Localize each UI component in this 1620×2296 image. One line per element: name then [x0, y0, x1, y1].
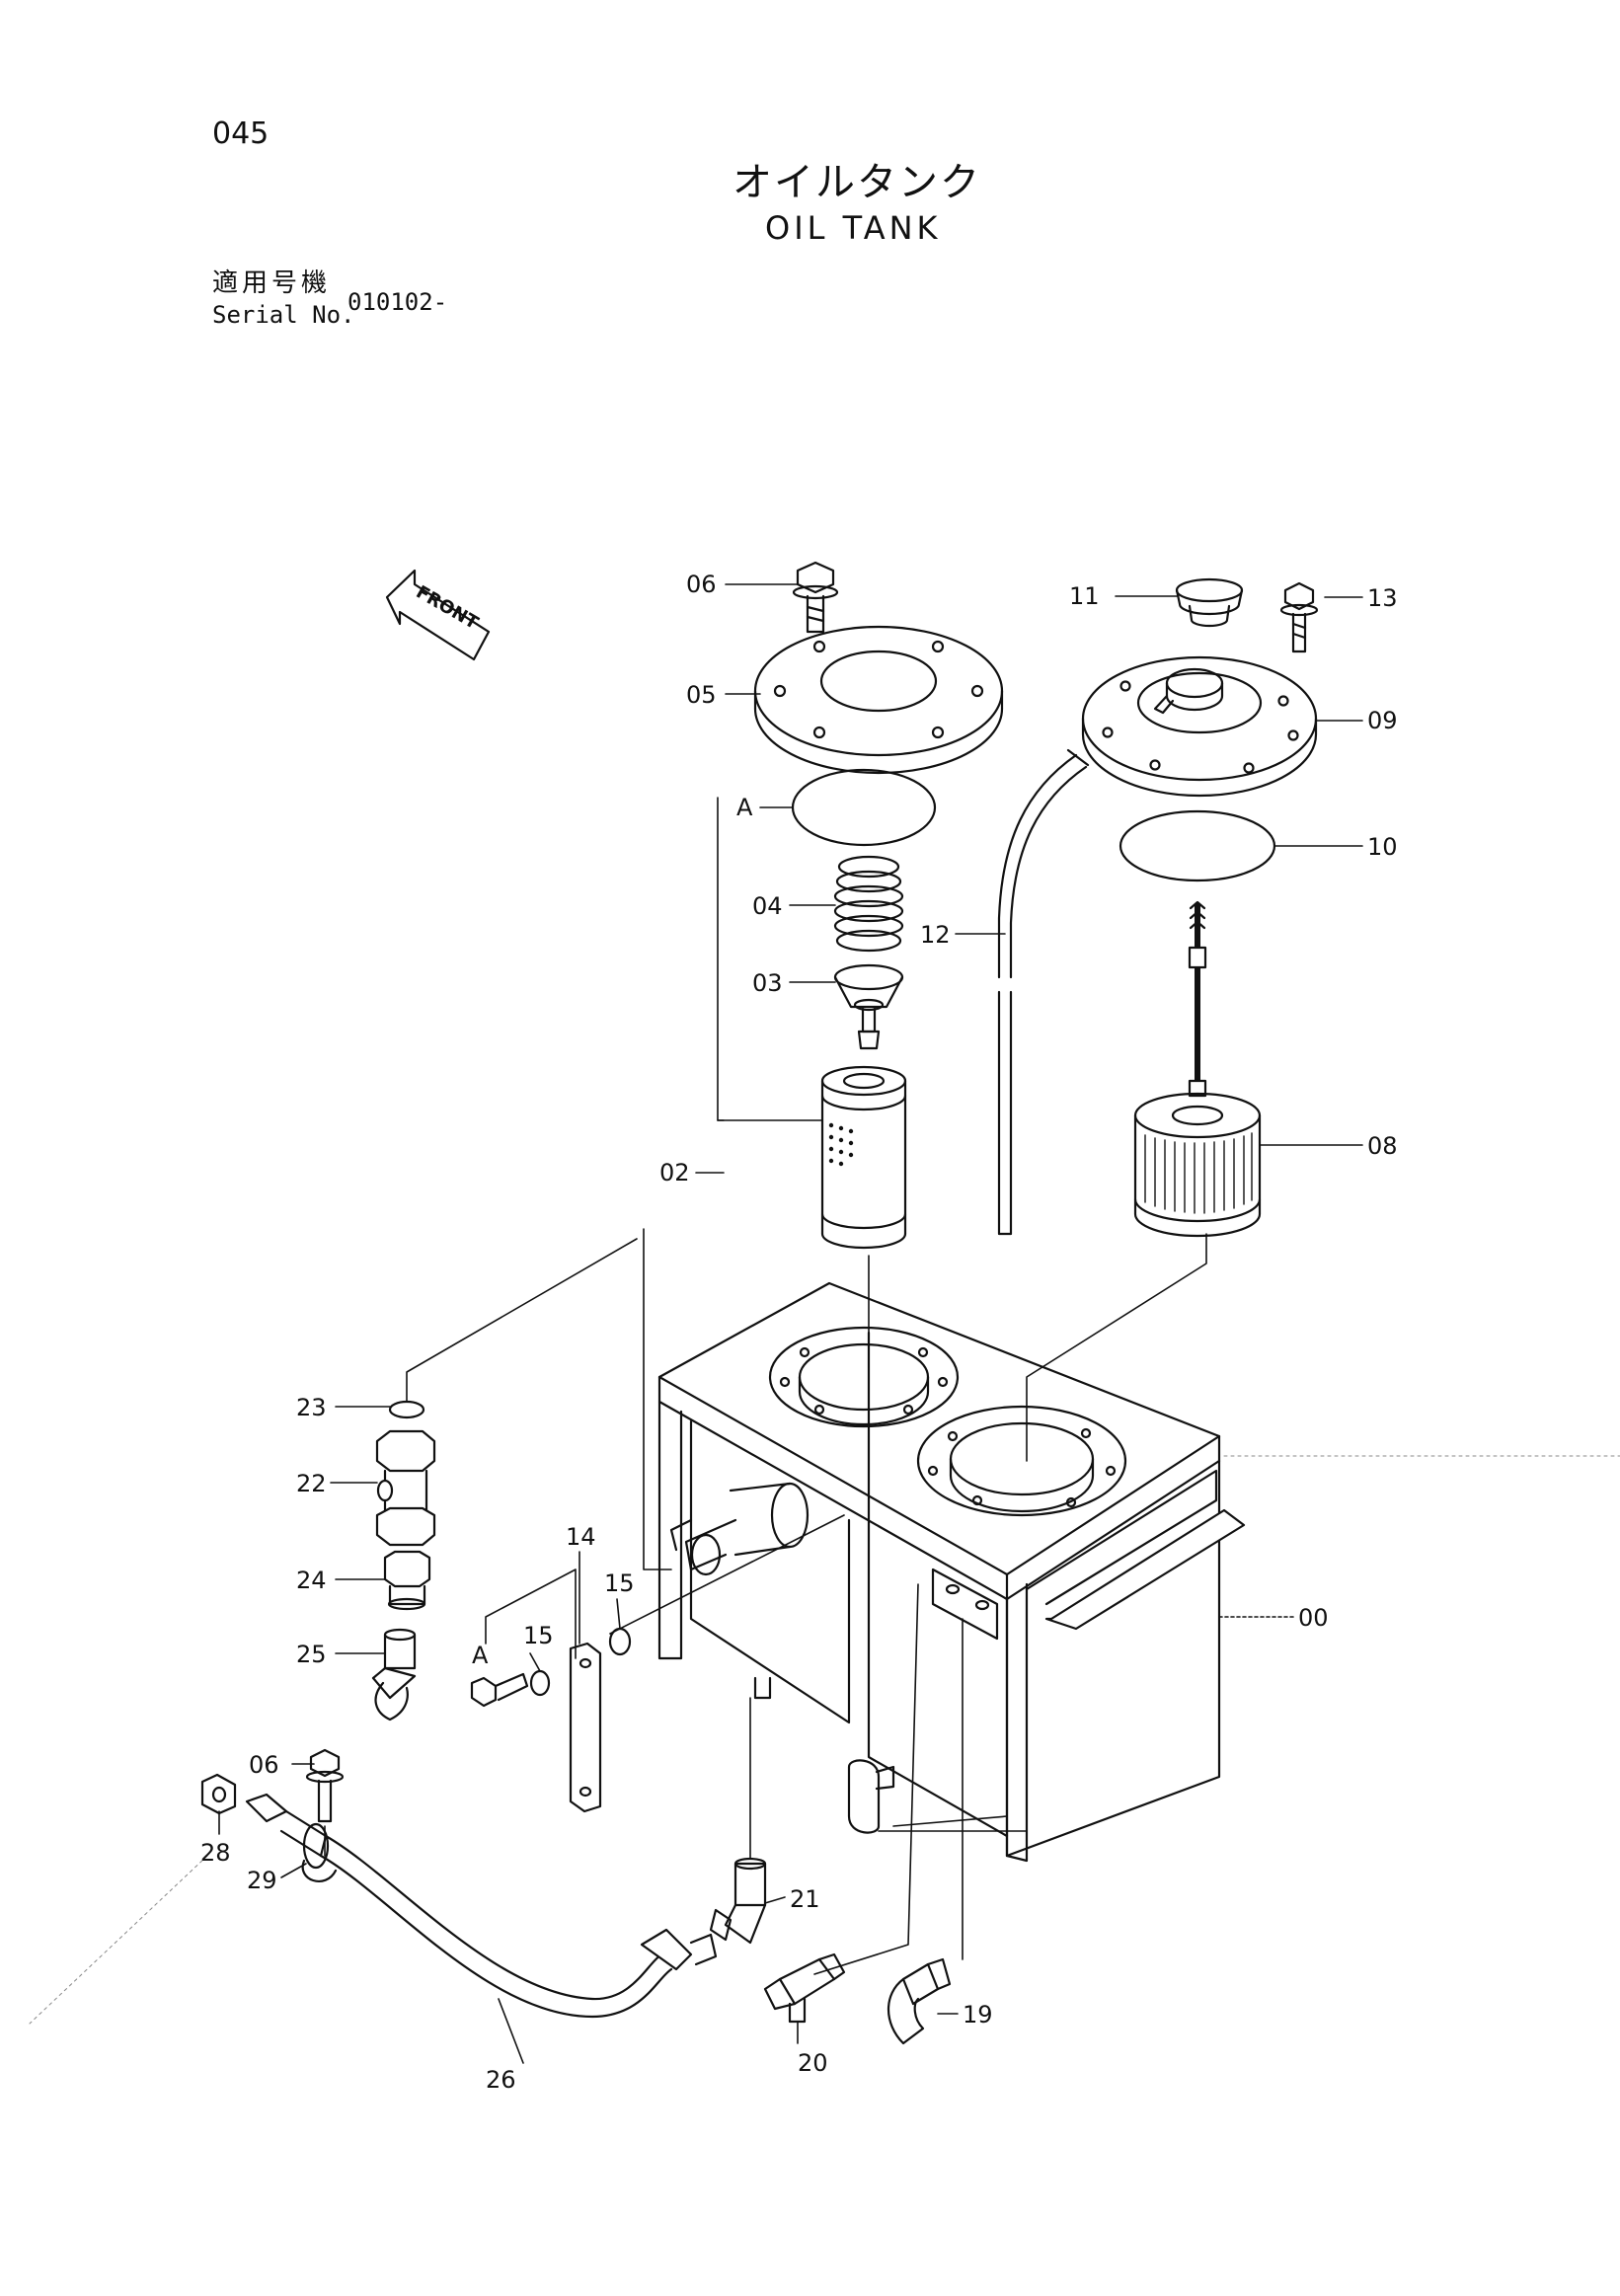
- page-title-english: OIL TANK: [765, 209, 942, 247]
- serial-label-english: Serial No.: [212, 301, 355, 329]
- callout-leader-lines: [218, 583, 1363, 2064]
- callout-06: 06: [686, 571, 717, 598]
- callout-14: 14: [566, 1523, 596, 1551]
- part-24-adapter: [383, 1550, 431, 1611]
- part-13-bolt: [1279, 581, 1319, 653]
- callout-04: 04: [752, 892, 783, 920]
- part-15-washer: [529, 1669, 551, 1697]
- callout-21: 21: [790, 1885, 820, 1913]
- callout-02: 02: [659, 1159, 690, 1186]
- part-00-oil-tank-body: [657, 1281, 1246, 1863]
- part-09-cover-plate: [1081, 655, 1318, 798]
- part-06-bolt: [792, 561, 839, 634]
- part-a-o-ring: [791, 768, 937, 847]
- part-10-gasket: [1119, 809, 1276, 882]
- part-14-bracket: [569, 1642, 602, 1813]
- page-number: 045: [212, 116, 270, 151]
- callout-13: 13: [1367, 584, 1398, 612]
- part-03-valve: [833, 963, 904, 1050]
- callout-15: 15: [523, 1622, 554, 1649]
- callout-15: 15: [604, 1569, 635, 1597]
- serial-label-japanese: 適用号機: [212, 268, 332, 298]
- callout-06: 06: [249, 1751, 279, 1779]
- callout-25: 25: [296, 1641, 327, 1668]
- callout-11: 11: [1069, 582, 1100, 610]
- callout-19: 19: [963, 2001, 993, 2028]
- part-06-bolt-lower: [305, 1748, 345, 1823]
- part-02-filter-element: [820, 1065, 907, 1250]
- part-20-elbow-fitting: [763, 1952, 846, 2024]
- part-bolt: [470, 1672, 529, 1708]
- part-21-elbow-fitting: [709, 1857, 767, 1945]
- callout-22: 22: [296, 1470, 327, 1497]
- callout-29: 29: [247, 1867, 277, 1894]
- callout-12: 12: [920, 921, 951, 949]
- part-08-strainer: [1133, 900, 1262, 1238]
- callout-09: 09: [1367, 707, 1398, 734]
- part-05-flange-plate: [753, 625, 1004, 775]
- callout-05: 05: [686, 681, 717, 709]
- page-title-japanese: オイルタンク: [733, 160, 981, 205]
- serial-number-value: 010102-: [347, 288, 448, 316]
- part-12-breather-hose: [997, 748, 1090, 1236]
- part-11-breather-cap: [1175, 577, 1244, 628]
- callout-10: 10: [1367, 833, 1398, 861]
- part-19-elbow-fitting: [887, 1957, 952, 2045]
- callout-a: A: [472, 1642, 489, 1669]
- part-04-spring: [833, 855, 904, 953]
- callout-24: 24: [296, 1567, 327, 1594]
- assembly-reference-lines: [324, 797, 1207, 1975]
- callout-00: 00: [1298, 1604, 1329, 1632]
- part-22-valve: [375, 1429, 436, 1547]
- part-26-hose: [245, 1793, 718, 2019]
- callout-26: 26: [486, 2066, 516, 2094]
- part-23-o-ring: [388, 1400, 425, 1419]
- callout-28: 28: [200, 1839, 231, 1867]
- callout-20: 20: [798, 2049, 828, 2077]
- callout-08: 08: [1367, 1132, 1398, 1160]
- callout-23: 23: [296, 1394, 327, 1421]
- part-28-nut: [200, 1773, 237, 1815]
- front-arrow-icon: FRONT: [385, 569, 491, 661]
- part-25-elbow-fitting: [371, 1628, 417, 1722]
- callout-a: A: [736, 794, 753, 821]
- callout-03: 03: [752, 969, 783, 997]
